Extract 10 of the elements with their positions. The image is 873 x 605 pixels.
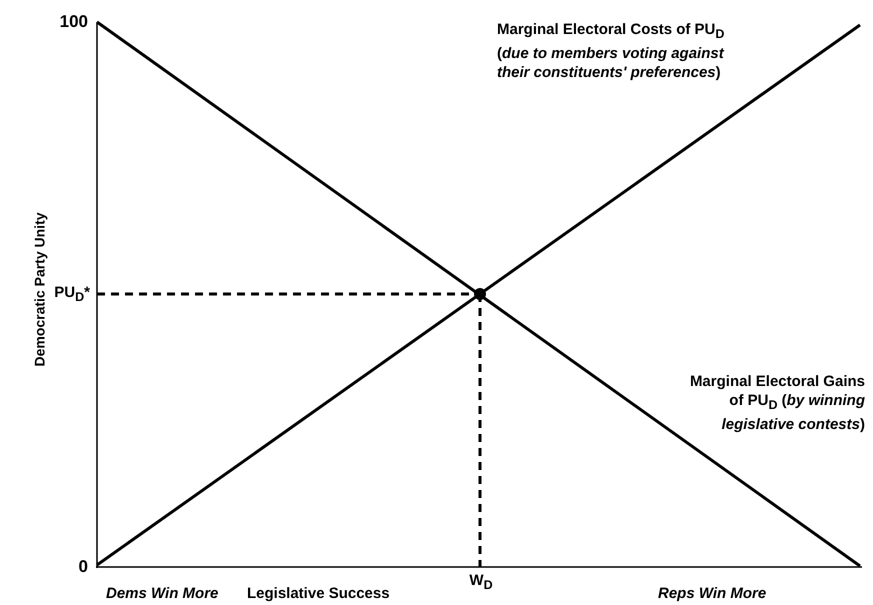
axis-tick-label: 0 — [78, 557, 88, 576]
axis-category-label: Dems Win More — [106, 584, 218, 603]
axis-category-label: Reps Win More — [658, 584, 766, 603]
axis-tick-label: W$_{D}$ — [468, 571, 494, 594]
axis-tick-label: PU$_{D}$* — [53, 283, 90, 306]
axis-title: Legislative Success — [247, 584, 390, 603]
axis-title: Democratic Party Unity — [30, 211, 48, 369]
curve-label: Marginal Electoral Costs of PU$_{D}$ (due to members voting against their constituents' preferences) — [497, 20, 726, 82]
axis-tick-label: 100 — [58, 12, 88, 31]
curve-label: Marginal Electoral Gains of PU$_{D}$ (by winning legislative contests) — [688, 372, 865, 434]
